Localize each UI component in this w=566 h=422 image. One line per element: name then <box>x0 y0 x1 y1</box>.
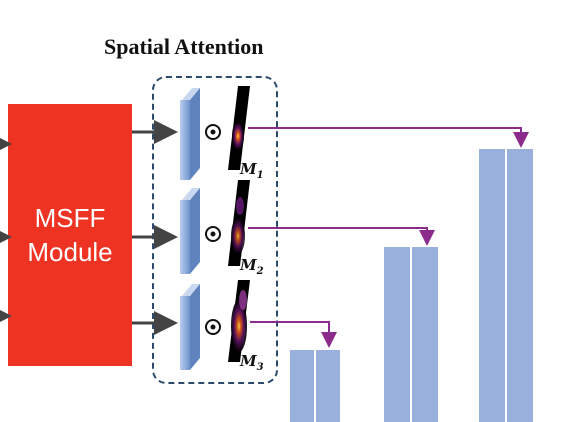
attention-map-label-3: M3 <box>240 352 264 373</box>
msff-module-block: MSFF Module <box>8 104 132 366</box>
module-label-line1: MSFF <box>34 203 106 233</box>
multiply-operator-2 <box>205 226 221 242</box>
attention-map-1 <box>228 86 250 170</box>
attention-map-label-2: M2 <box>240 256 264 277</box>
attention-map-label-1: M1 <box>240 160 264 181</box>
bar-pair-small <box>290 350 340 422</box>
spatial-attention-group <box>152 76 278 384</box>
connector-3 <box>250 321 337 348</box>
multiply-operator-1 <box>205 124 221 140</box>
connector-2 <box>248 227 435 246</box>
attention-map-3 <box>228 280 250 362</box>
bar-pair-large <box>479 149 533 422</box>
attention-map-2 <box>228 180 250 266</box>
feature-block-3 <box>180 284 200 370</box>
feature-block-1 <box>180 88 200 180</box>
bar-pair-medium <box>384 247 438 422</box>
feature-block-2 <box>180 188 200 274</box>
diagram-title: Spatial Attention <box>104 34 264 59</box>
multiply-operator-3 <box>205 319 221 335</box>
module-label-line2: Module <box>27 237 113 267</box>
connector-1 <box>248 127 529 148</box>
